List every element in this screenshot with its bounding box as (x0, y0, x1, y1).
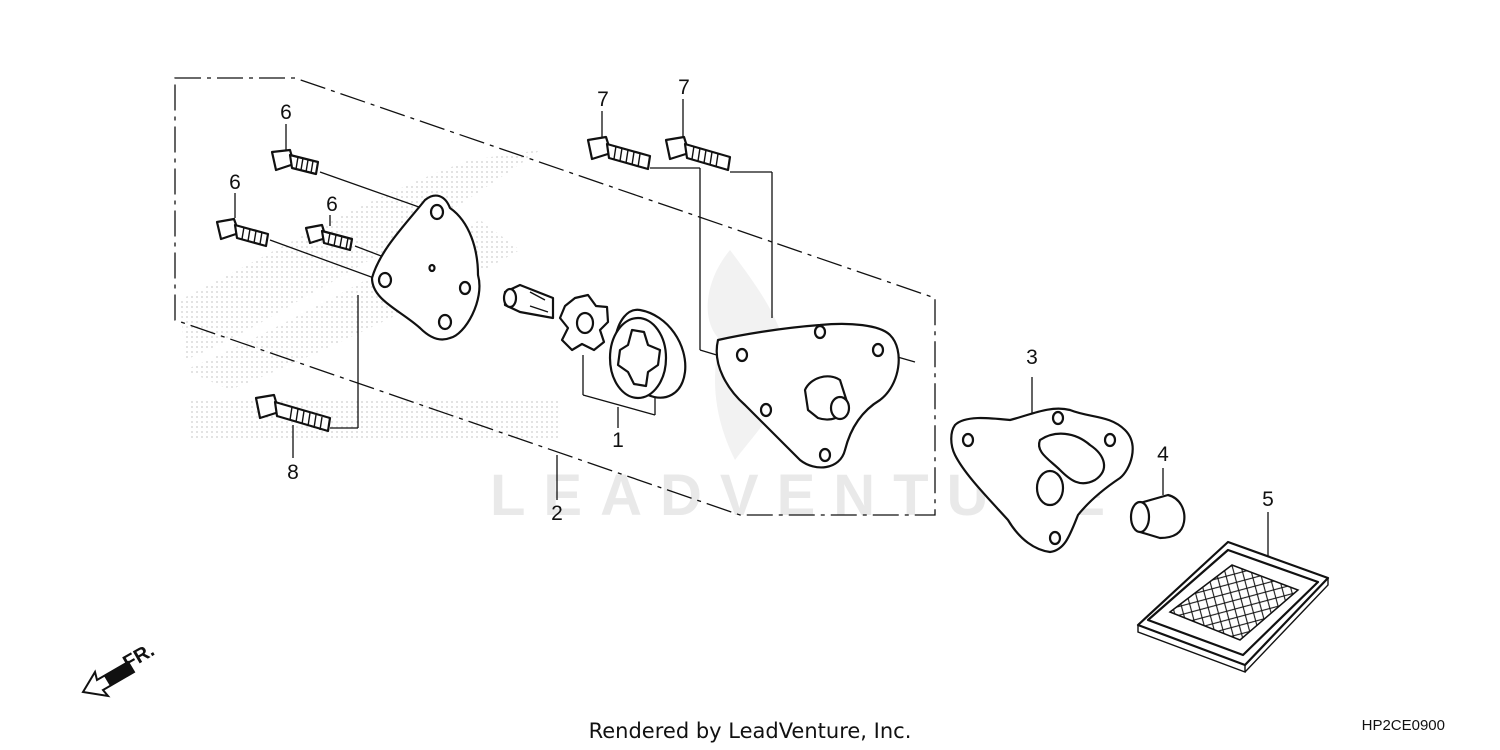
leader-lines (234, 99, 1269, 560)
callout-8: 8 (287, 461, 299, 484)
bolt-6-middle (304, 223, 354, 252)
footer-credit: Rendered by LeadVenture, Inc. (589, 719, 912, 743)
pump-cover-plate (370, 194, 481, 341)
callout-1: 1 (612, 429, 624, 452)
callout-3: 3 (1026, 346, 1038, 369)
bolt-7-right (664, 135, 732, 172)
gasket (950, 407, 1134, 554)
collar (1129, 493, 1186, 540)
bolt-7-left (586, 135, 652, 171)
callouts: 6 6 6 7 7 8 1 2 3 4 5 (229, 76, 1274, 525)
inner-rotor (558, 293, 610, 352)
pump-body (715, 322, 900, 469)
callout-7-left: 7 (597, 88, 609, 111)
callout-6-middle: 6 (326, 193, 338, 216)
bolt-6-top (270, 148, 320, 176)
oil-strainer-screen (1136, 540, 1330, 674)
callout-2: 2 (551, 502, 563, 525)
assembly-boundary (174, 77, 936, 516)
watermark: LEADVENTURE (180, 150, 1105, 528)
callout-6-top: 6 (280, 101, 292, 124)
outer-rotor (608, 308, 687, 400)
callout-5: 5 (1262, 488, 1274, 511)
bolt-8 (254, 393, 332, 433)
bolt-6-left (215, 217, 270, 248)
diagram-code: HP2CE0900 (1362, 717, 1445, 734)
pump-shaft (502, 283, 555, 320)
callout-4: 4 (1157, 443, 1169, 466)
front-direction-arrow-icon: FR. (81, 639, 158, 698)
callout-6-left: 6 (229, 171, 241, 194)
callout-7-right: 7 (678, 76, 690, 99)
